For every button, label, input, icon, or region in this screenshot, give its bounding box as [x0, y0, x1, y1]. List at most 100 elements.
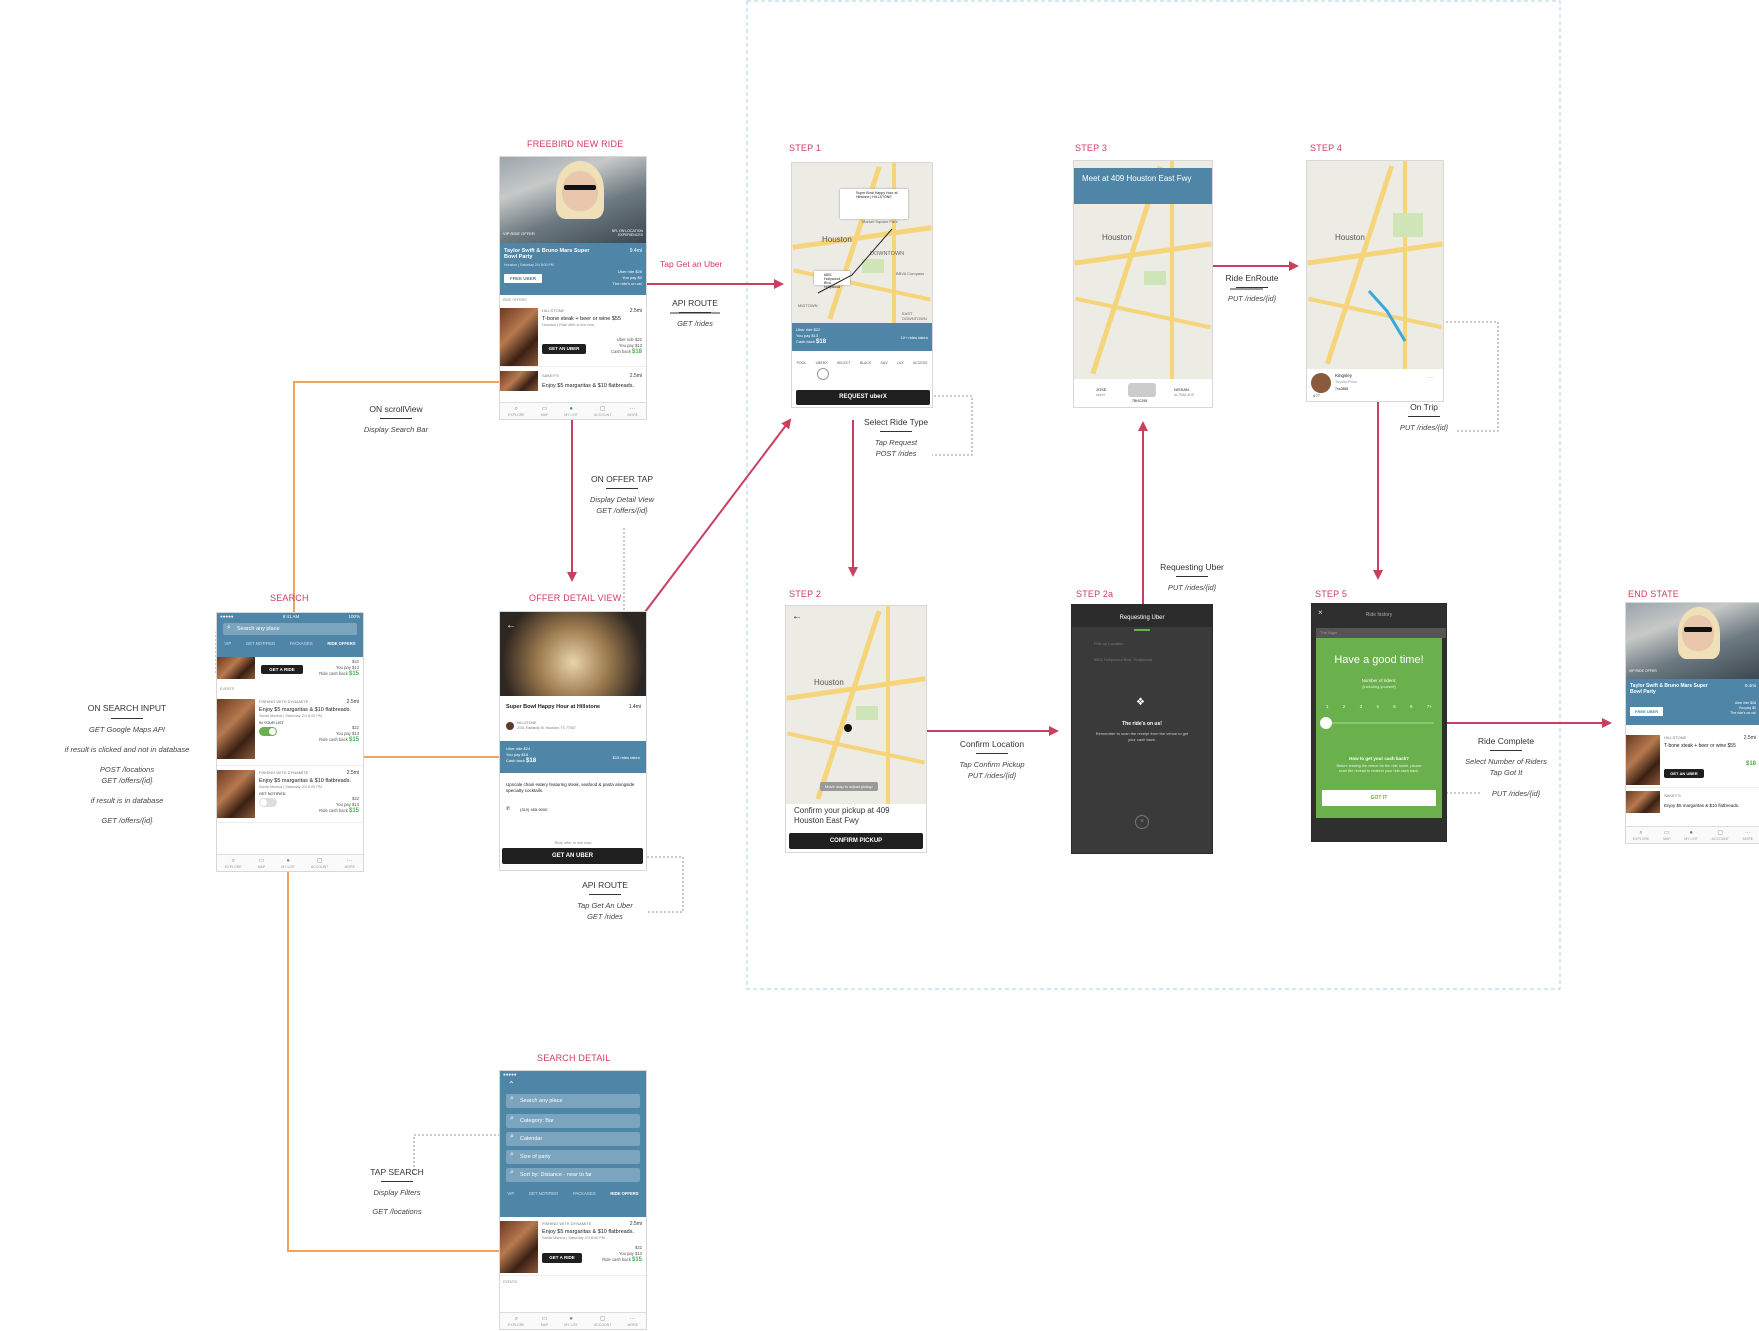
ride-type-suv[interactable]: SUV [880, 361, 888, 365]
screen-offer-detail: ← Super Bowl Happy Hour at Hillstone 1.4… [499, 611, 647, 871]
car-icon [817, 368, 829, 380]
tab-explore[interactable]: ⌕EXPLORE [1632, 829, 1650, 841]
tab-vip[interactable]: VIP [507, 1191, 515, 1196]
title-search-detail: SEARCH DETAIL [537, 1053, 611, 1063]
search-input[interactable]: Search any place [506, 1094, 640, 1108]
filter-calendar[interactable]: Calendar [506, 1132, 640, 1146]
tab-explore[interactable]: ⌕EXPLORE [225, 857, 242, 869]
tab-packages[interactable]: PACKAGES [289, 641, 313, 646]
tab-map[interactable]: ▭MAP [257, 857, 266, 869]
venue-bubble[interactable]: Super Bowl Happy Hour at Hillstone | HIL… [840, 189, 908, 219]
ride-type-lux[interactable]: LUX [896, 361, 904, 365]
event-card[interactable]: Taylor Swift & Bruno Mars Super Bowl Par… [1626, 679, 1759, 725]
tab-my-list[interactable]: ●MY LIST [564, 1315, 578, 1327]
tab-explore[interactable]: ⌕EXPLORE [508, 1315, 525, 1327]
chevron-up-icon[interactable]: ⌃ [508, 1080, 515, 1089]
filter-sort[interactable]: Sort by: Distance - near to far [506, 1168, 640, 1182]
line-freebird-to-search [293, 381, 504, 612]
map[interactable]: Houston [1307, 161, 1443, 369]
title-step3: STEP 3 [1075, 143, 1108, 153]
get-uber-button[interactable]: GET AN UBER [1664, 769, 1704, 778]
back-icon[interactable]: ← [506, 620, 516, 631]
filter-tabs[interactable]: VIP GET NOTIFIED PACKAGES RIDE OFFERS [500, 1188, 646, 1198]
tab-map[interactable]: ▭MAP [540, 405, 549, 417]
driver-card: Kingsley Toyota Prius 4.77 7xx2888 ··· [1307, 369, 1443, 401]
ride-type-access[interactable]: ACCESS [912, 361, 928, 365]
list-item[interactable]: SAKEY'S Enjoy $5 margaritas & $10 flatbr… [1626, 789, 1759, 819]
tab-my-list[interactable]: ●MY LIST [564, 405, 578, 417]
ride-type-uberx[interactable]: UBERX [815, 361, 828, 365]
pickup-bubble[interactable]: 6801 Hollywood Blvd, Hollywood [814, 271, 850, 289]
tab-map[interactable]: ▭MAP [540, 1315, 549, 1327]
ride-type-select[interactable]: SELECT [836, 361, 851, 365]
tab-explore[interactable]: ⌕EXPLORE [508, 405, 525, 417]
label-ride-complete-put: PUT /rides/{id} [1491, 789, 1541, 798]
riders-slider-handle[interactable] [1320, 717, 1332, 729]
title-step2a: STEP 2a [1076, 589, 1114, 599]
filter-category[interactable]: Category: Bar [506, 1114, 640, 1128]
free-uber-button[interactable]: FREE UBER [1630, 707, 1664, 716]
tab-get-notified[interactable]: GET NOTIFIED [528, 1191, 559, 1196]
list-item[interactable]: HILLSTONE 2.5mi T-bone steak + beer or w… [500, 304, 646, 367]
search-input[interactable]: Search any place [223, 623, 357, 635]
label-tap-get-uber: Tap Get an Uber [660, 259, 723, 269]
notify-toggle[interactable] [259, 798, 277, 807]
close-icon[interactable]: × [1318, 608, 1323, 617]
tab-more[interactable]: ···MORE [627, 1315, 638, 1327]
tab-map[interactable]: ▭MAP [1663, 829, 1671, 841]
tab-my-list[interactable]: ●MY LIST [1684, 829, 1698, 841]
tab-my-list[interactable]: ●MY LIST [281, 857, 295, 869]
get-ride-button[interactable]: GET A RIDE [261, 665, 303, 674]
tab-more[interactable]: ···MORE [1742, 829, 1754, 841]
note-api-route-1: API ROUTE GET /rides [672, 298, 718, 328]
title-step5: STEP 5 [1315, 589, 1348, 599]
line-search-to-searchdetail [287, 868, 500, 1252]
got-it-button[interactable]: GOT IT [1322, 790, 1436, 806]
filter-party-size[interactable]: Size of party [506, 1150, 640, 1164]
tab-get-notified[interactable]: GET NOTIFIED [245, 641, 276, 646]
tab-more[interactable]: ···MORE [344, 857, 355, 869]
in-list-toggle[interactable] [259, 727, 277, 736]
close-icon[interactable]: × [1135, 815, 1149, 829]
vip-badge: VIP RIDE OFFER [503, 231, 535, 236]
tab-account[interactable]: ▢ACCOUNT [311, 857, 329, 869]
list-item[interactable]: FISHING WITH DYNAMITE 2.5mi Enjoy $5 mar… [217, 695, 363, 766]
tab-packages[interactable]: PACKAGES [572, 1191, 596, 1196]
list-item[interactable]: FISHING WITH DYNAMITE 2.5mi Enjoy $5 mar… [217, 766, 363, 823]
ride-type-pool[interactable]: POOL [796, 361, 807, 365]
list-item[interactable]: SAKEY'S 2.5mi Enjoy $5 margaritas & $10 … [500, 369, 646, 399]
event-card[interactable]: Taylor Swift & Bruno Mars Super Bowl Par… [500, 243, 646, 295]
screen-step2: Houston Move map to adjust pickup ← Conf… [785, 605, 927, 853]
get-uber-button[interactable]: GET AN UBER [542, 344, 586, 354]
arrow-detail-to-step1 [644, 418, 792, 613]
screen-step2a: Requesting Uber Pick up Location 6801 Ho… [1071, 604, 1213, 854]
free-uber-button[interactable]: FREE UBER [504, 274, 543, 283]
list-item[interactable]: HILLSTONE 2.5mi T-bone steak + beer or w… [1626, 731, 1759, 788]
tab-more[interactable]: ···MORE [627, 405, 638, 417]
tab-vip[interactable]: VIP [224, 641, 232, 646]
phone-icon[interactable]: ✆ [506, 806, 511, 812]
tab-account[interactable]: ▢ACCOUNT [594, 1315, 612, 1327]
ride-type-black[interactable]: BLACK [859, 361, 872, 365]
get-ride-button[interactable]: GET A RIDE [542, 1253, 582, 1263]
confirm-pickup-button[interactable]: CONFIRM PICKUP [789, 833, 923, 849]
tab-account[interactable]: ▢ACCOUNT [1711, 829, 1729, 841]
back-icon[interactable]: ← [792, 611, 802, 622]
tab-ride-offers[interactable]: RIDE OFFERS [610, 1191, 639, 1196]
leader-tap-search [413, 1134, 500, 1175]
leader-api-route-2 [647, 856, 684, 913]
tab-ride-offers[interactable]: RIDE OFFERS [327, 641, 356, 646]
request-uberx-button[interactable]: REQUEST uberX [796, 390, 930, 405]
get-an-uber-button[interactable]: GET AN UBER [502, 848, 643, 864]
list-item[interactable]: FISHING WITH DYNAMITE 2.5mi Enjoy $5 mar… [500, 1217, 646, 1276]
filter-tabs[interactable]: VIP GET NOTIFIED PACKAGES RIDE OFFERS [217, 638, 363, 648]
hero-image [500, 157, 646, 243]
map[interactable]: Houston Move map to adjust pickup [786, 606, 926, 804]
tab-account[interactable]: ▢ACCOUNT [594, 405, 612, 417]
ride-type-selector[interactable]: POOL UBERX SELECT BLACK SUV LUX ACCESS [792, 361, 932, 365]
map[interactable]: Houston DOWNTOWN EAST DOWNTOWN MIDTOWN M… [792, 163, 932, 323]
more-icon[interactable]: ··· [1427, 375, 1433, 381]
freebird-icon: ❖ [1136, 697, 1145, 708]
